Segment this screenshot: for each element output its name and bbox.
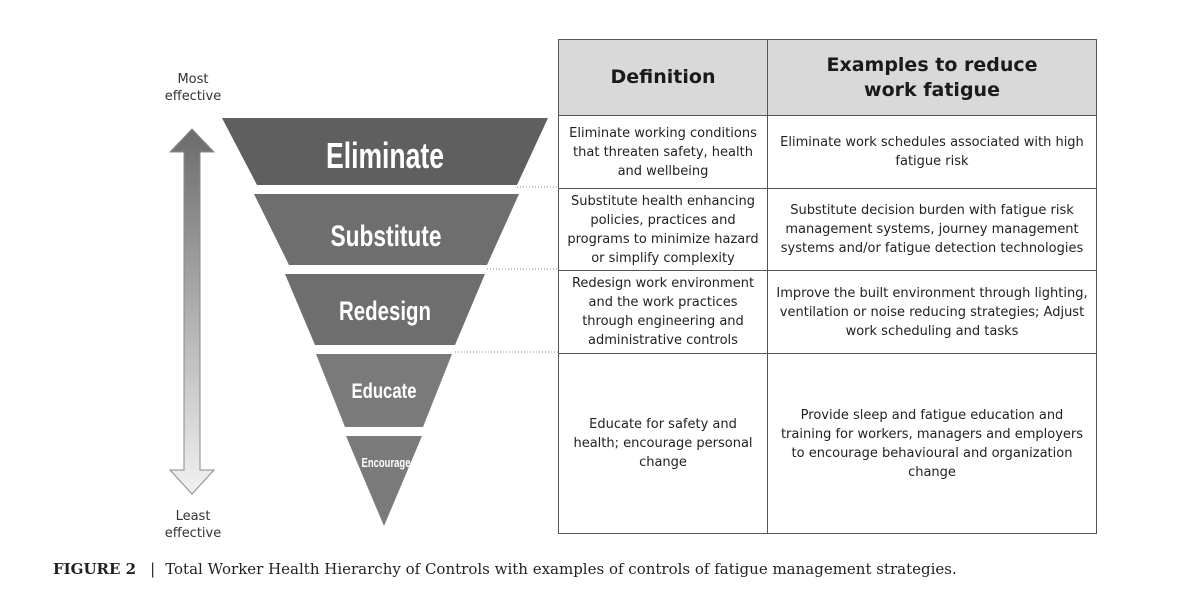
- pyramid-band-substitute: [254, 194, 519, 265]
- band-label-educate: Educate: [352, 380, 417, 403]
- band-label-redesign: Redesign: [339, 296, 431, 326]
- row-separators: [455, 186, 558, 353]
- table-header-row: Definition Examples to reduce work fatig…: [558, 39, 1097, 116]
- effectiveness-arrow: [168, 128, 216, 495]
- example-text: Provide sleep and fatigue education and …: [780, 407, 1084, 480]
- example-text: Substitute decision burden with fatigue …: [780, 203, 1084, 256]
- examples-header: Examples to reduce work fatigue: [767, 39, 1097, 116]
- example-cell: Substitute decision burden with fatigue …: [767, 188, 1097, 271]
- pyramid-band-educate: [316, 354, 452, 427]
- example-cell: Provide sleep and fatigue education and …: [767, 353, 1097, 534]
- examples-header-text: Examples to reduce work fatigue: [826, 53, 1038, 101]
- pyramid-band-eliminate: [222, 118, 548, 185]
- example-cell: Eliminate work schedules associated with…: [767, 115, 1097, 189]
- table-row: Educate for safety and health; encourage…: [558, 353, 1097, 534]
- pyramid: [222, 118, 548, 526]
- least-effective-label: Least effective: [164, 509, 222, 541]
- caption-text: Total Worker Health Hierarchy of Control…: [165, 560, 957, 578]
- definition-cell: Substitute health enhancing policies, pr…: [558, 188, 768, 271]
- figure-number: FIGURE 2: [53, 560, 137, 578]
- pyramid-band-encourage: [346, 436, 422, 526]
- example-text: Improve the built environment through li…: [776, 285, 1088, 339]
- table-row: Eliminate working conditions that threat…: [558, 115, 1097, 189]
- band-label-encourage: Encourage: [362, 455, 411, 470]
- table-row: Redesign work environment and the work p…: [558, 270, 1097, 354]
- definition-cell: Eliminate working conditions that threat…: [558, 115, 768, 189]
- table-row: Substitute health enhancing policies, pr…: [558, 188, 1097, 271]
- definition-cell: Educate for safety and health; encourage…: [558, 353, 768, 534]
- example-cell: Improve the built environment through li…: [767, 270, 1097, 354]
- controls-table: Definition Examples to reduce work fatig…: [558, 39, 1097, 534]
- definition-header: Definition: [558, 39, 768, 116]
- figure-caption: FIGURE 2 | Total Worker Health Hierarchy o…: [53, 560, 957, 578]
- caption-separator: |: [150, 560, 156, 578]
- band-label-substitute: Substitute: [331, 220, 442, 253]
- band-label-eliminate: Eliminate: [326, 135, 444, 176]
- pyramid-band-redesign: [285, 274, 485, 345]
- example-text: Eliminate work schedules associated with…: [780, 135, 1084, 169]
- definition-cell: Redesign work environment and the work p…: [558, 270, 768, 354]
- most-effective-label: Most effective: [164, 72, 222, 104]
